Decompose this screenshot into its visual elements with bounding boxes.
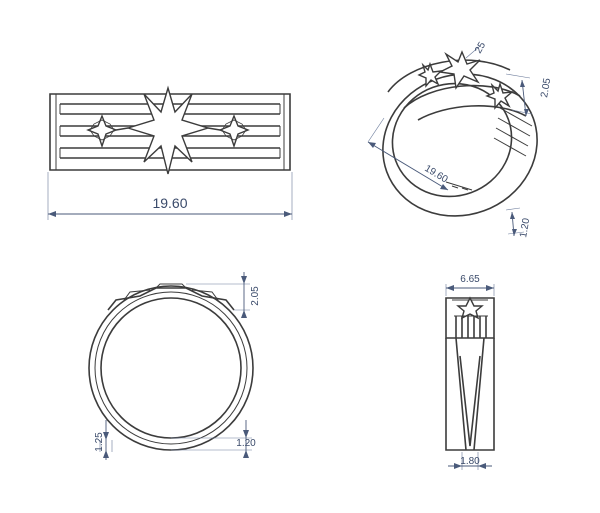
- side-view: [445, 296, 495, 451]
- side-bottom-width-label: 1.80: [460, 456, 480, 467]
- iso-star-label: 25: [473, 40, 488, 56]
- side-dimensions: 6.65 1.80: [445, 274, 495, 470]
- front-dimensions: 2.05 1.25 1.20: [94, 272, 261, 460]
- left-star: [86, 114, 118, 149]
- side-width-label: 6.65: [460, 274, 480, 285]
- front-top-height-label: 2.05: [250, 286, 261, 306]
- right-star: [218, 114, 250, 149]
- front-left-thickness-label: 1.25: [94, 432, 105, 452]
- iso-length-label: 19.60: [422, 163, 449, 186]
- top-width-label: 19.60: [152, 195, 187, 211]
- iso-center-star: [437, 50, 481, 90]
- top-width-dimension: 19.60: [47, 172, 293, 220]
- side-star: [456, 296, 484, 320]
- iso-left-star: [417, 61, 443, 88]
- front-right-thickness-label: 1.20: [236, 438, 256, 449]
- front-view: [88, 283, 254, 451]
- isometric-view: [382, 50, 538, 217]
- center-star: [125, 85, 211, 175]
- iso-height-label: 2.05: [539, 77, 553, 99]
- iso-right-star: [485, 81, 515, 110]
- iso-thickness-label: 1.20: [518, 217, 532, 239]
- top-view: [49, 85, 291, 175]
